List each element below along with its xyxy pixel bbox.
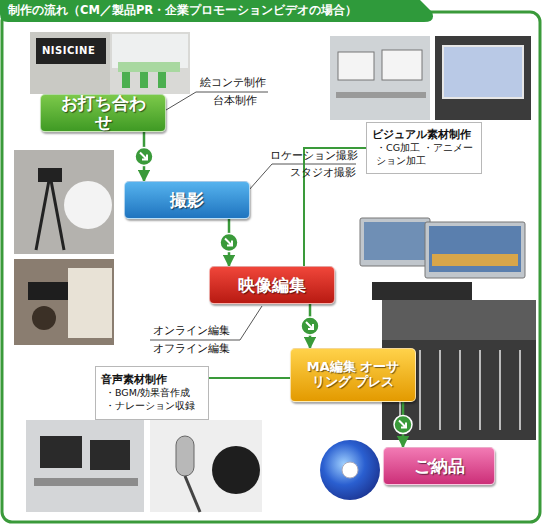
title-tab <box>0 0 433 22</box>
node-title: 音声素材制作 <box>101 373 167 387</box>
diagram-title: 制作の流れ（CM／製品PR・企業プロモーションビデオの場合） <box>8 3 357 18</box>
annotation-label: ロケーション撮影 <box>270 149 358 162</box>
badge-circle <box>394 416 412 434</box>
node-title: ビジュアル素材制作 <box>372 128 471 142</box>
photo-workstations <box>330 36 531 120</box>
flow-arrow-badge <box>220 234 238 252</box>
outer-frame <box>2 12 540 522</box>
material-box: ビジュアル素材制作・CG加工 ・アニメーション加工 <box>366 122 482 174</box>
badge-arrow <box>399 421 406 428</box>
material-box: 音声素材制作・BGM/効果音作成 ・ナレーション収録 <box>95 366 209 420</box>
node-body: ・CG加工 ・アニメーション加工 <box>372 142 476 168</box>
photo-camera-stand <box>14 150 114 254</box>
badge-circle <box>220 234 238 252</box>
node-body: ・BGM/効果音作成 ・ナレーション収録 <box>101 387 203 413</box>
process-box: MA編集 オーサリング プレス <box>290 348 416 402</box>
photo-microphone <box>150 420 262 512</box>
badge-arrow <box>306 322 313 329</box>
annotation-label: オンライン編集 <box>153 324 230 337</box>
badge-arrow <box>225 239 232 246</box>
annotation-label: 絵コンテ制作 <box>200 76 266 89</box>
node-title: お打ち合わせ <box>53 94 153 131</box>
photo-audio-studio <box>26 420 144 512</box>
node-title: 映像編集 <box>238 276 306 295</box>
annotation-label: NISICINE <box>42 45 95 57</box>
photo-office <box>30 32 190 94</box>
annotation-label: スタジオ撮影 <box>290 166 356 179</box>
badge-arrow <box>140 153 147 160</box>
process-box: ご納品 <box>383 447 495 485</box>
node-title: MA編集 オーサリング プレス <box>303 360 403 389</box>
process-box: お打ち合わせ <box>40 94 166 132</box>
badge-circle <box>301 317 319 335</box>
badge-circle <box>135 148 153 166</box>
process-box: 撮影 <box>124 181 250 219</box>
flow-arrow-badge <box>301 317 319 335</box>
annotation-label: 台本制作 <box>213 94 257 107</box>
flow-arrow-badge <box>394 416 412 434</box>
photo-editing-system <box>360 218 525 300</box>
annotation-label: オフライン編集 <box>153 342 230 355</box>
node-title: ご納品 <box>414 457 465 476</box>
photo-camera-operator <box>14 259 114 345</box>
flow-arrow-badge <box>135 148 153 166</box>
material-line <box>304 148 366 266</box>
material-line <box>209 377 290 379</box>
dvd-disc <box>320 440 380 500</box>
process-box: 映像編集 <box>209 266 335 304</box>
node-title: 撮影 <box>170 191 204 210</box>
